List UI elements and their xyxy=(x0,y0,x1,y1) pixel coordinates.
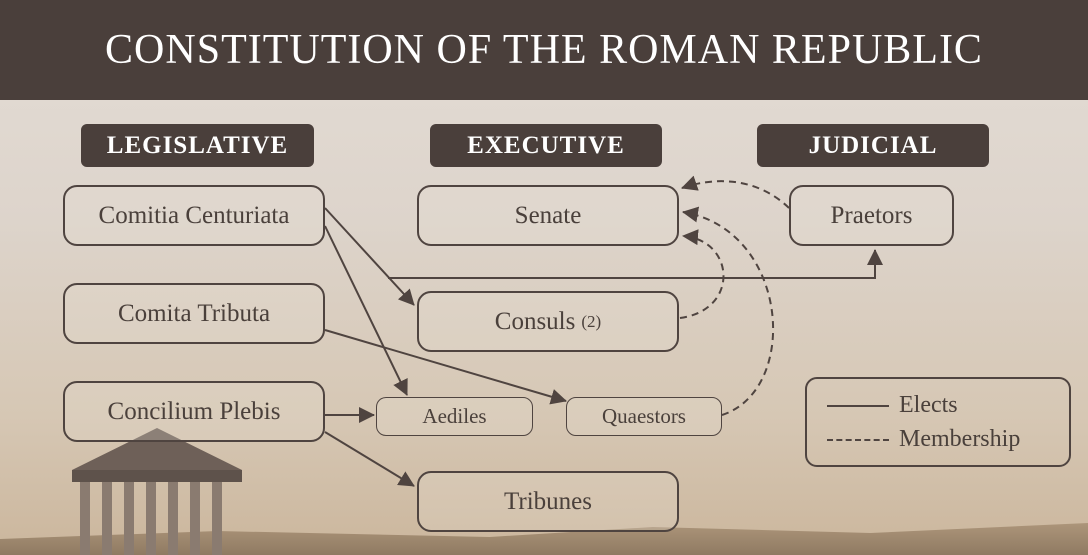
page-title: CONSTITUTION OF THE ROMAN REPUBLIC xyxy=(0,0,1088,100)
edge-cc-aediles xyxy=(324,225,408,396)
edge-praetors-senate xyxy=(681,175,790,209)
temple-illustration xyxy=(72,428,242,555)
consuls-count: (2) xyxy=(581,311,602,331)
node-comitia-centuriata: Comitia Centuriata xyxy=(63,185,325,246)
node-consuls: Consuls(2) xyxy=(417,291,679,352)
edge-consuls-senate xyxy=(679,229,725,319)
edge-ct-quaestors xyxy=(324,329,567,405)
dashed-line-icon xyxy=(827,438,889,441)
node-tribunes: Tribunes xyxy=(417,471,679,532)
legend: Elects Membership xyxy=(805,377,1071,467)
node-quaestors: Quaestors xyxy=(566,397,722,436)
edge-cc-consuls xyxy=(324,207,415,306)
header-judicial: JUDICIAL xyxy=(757,124,989,167)
legend-membership-label: Membership xyxy=(899,426,1021,452)
node-concilium-plebis: Concilium Plebis xyxy=(63,381,325,442)
node-aediles: Aediles xyxy=(376,397,533,436)
edge-quaestors-senate xyxy=(682,206,775,416)
node-comita-tributa: Comita Tributa xyxy=(63,283,325,344)
solid-line-icon xyxy=(827,404,889,407)
edge-cp-tribunes xyxy=(324,431,415,487)
node-senate: Senate xyxy=(417,185,679,246)
edge-cc-praetors xyxy=(388,249,883,279)
header-executive: EXECUTIVE xyxy=(430,124,662,167)
node-praetors: Praetors xyxy=(789,185,954,246)
legend-elects-label: Elects xyxy=(899,392,958,418)
consuls-label: Consuls xyxy=(494,307,576,335)
legend-elects: Elects xyxy=(827,392,958,419)
header-legislative: LEGISLATIVE xyxy=(81,124,314,167)
legend-membership: Membership xyxy=(827,426,1020,453)
